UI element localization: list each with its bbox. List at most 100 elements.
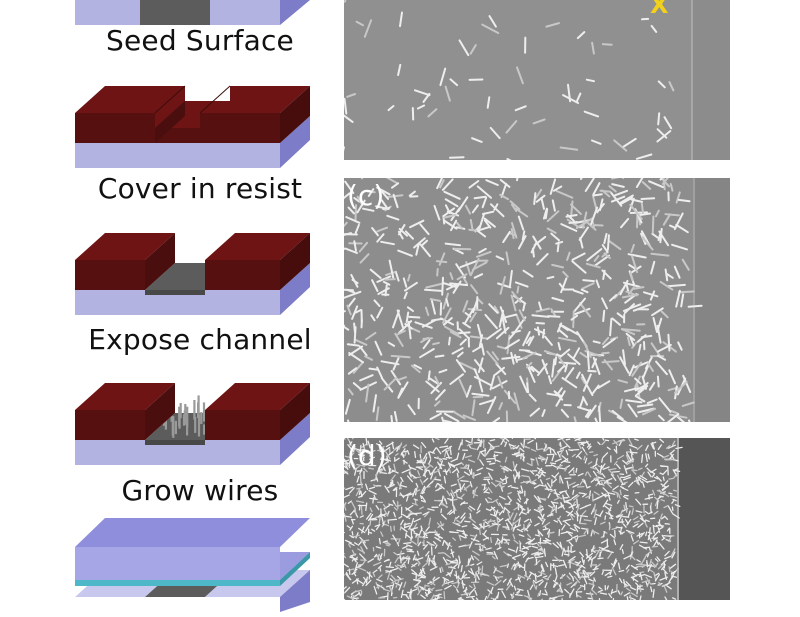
nanowire [440, 568, 441, 572]
nanowire [425, 290, 441, 291]
nanowire [669, 567, 670, 572]
nanowire [599, 407, 600, 423]
nanowire [576, 469, 577, 473]
nanowire [469, 230, 476, 231]
nanowire [442, 278, 443, 295]
nanowire [584, 456, 585, 460]
sem-image-c [344, 178, 730, 422]
nanowire [657, 526, 664, 527]
nanowire [437, 269, 438, 276]
nanowire [502, 537, 503, 543]
nanowire [630, 595, 631, 599]
nanowire [603, 311, 604, 321]
nanowire [361, 506, 362, 514]
nanowire [404, 543, 411, 544]
nanowire [593, 194, 601, 195]
nanowire [624, 482, 627, 483]
nanowire [610, 319, 611, 336]
nanowire [203, 402, 205, 421]
nanowire [605, 516, 606, 519]
nanowire [355, 508, 356, 513]
nanowire [366, 503, 367, 510]
nanowire [647, 561, 648, 567]
nanowire [497, 577, 502, 578]
nanowire [615, 531, 616, 537]
nanowire [444, 592, 445, 599]
nanowire [540, 591, 541, 596]
nanowire [386, 560, 390, 561]
step-label-expose-channel: Expose channel [55, 323, 345, 356]
sem-image-sparse [344, 0, 730, 160]
nanowire [672, 507, 673, 510]
nanowire [516, 595, 523, 596]
sem-panel-d: (d) [344, 438, 730, 600]
nanowire [392, 356, 410, 357]
sem-image-d [344, 438, 730, 600]
nanowire [523, 456, 524, 461]
nanowire [536, 586, 537, 589]
nanowire [517, 287, 518, 293]
nanowire [404, 451, 407, 452]
nanowire [555, 357, 556, 364]
nanowire [437, 261, 447, 262]
nanowire [461, 481, 468, 482]
nanowire [663, 477, 664, 480]
nanowire [359, 491, 360, 494]
nanowire [558, 596, 563, 597]
nanowire [573, 490, 574, 494]
nanowire [491, 538, 492, 543]
nanowire [415, 500, 416, 504]
nanowire [637, 586, 638, 594]
nanowire [527, 383, 528, 392]
nanowire [582, 528, 587, 529]
nanowire [583, 280, 594, 281]
nanowire [405, 523, 406, 528]
nanowire [433, 343, 439, 344]
nanowire [386, 545, 389, 546]
nanowire [465, 521, 470, 522]
sem-panel-c: (c) [344, 178, 730, 422]
nanowire [360, 475, 361, 483]
nanowire [588, 352, 589, 369]
nanowire [483, 520, 486, 521]
nanowire [668, 335, 669, 351]
nanowire [421, 496, 422, 499]
nanowire [175, 421, 177, 434]
nanowire [633, 465, 634, 471]
nanowire [400, 526, 401, 530]
nanowire [642, 203, 643, 213]
nanowire [679, 200, 690, 201]
nanowire [624, 505, 625, 509]
nanowire [539, 550, 542, 551]
nanowire [454, 507, 455, 514]
step-label-grow-wires: Grow wires [55, 474, 345, 507]
nanowire [415, 452, 416, 458]
nanowire [193, 400, 195, 420]
nanowire [379, 518, 380, 523]
nanowire [640, 572, 644, 573]
nanowire [565, 478, 571, 479]
nanowire [450, 157, 464, 158]
nanowire [579, 493, 585, 494]
nanowire [194, 417, 196, 433]
nanowire [602, 459, 603, 462]
nanowire [381, 473, 386, 474]
nanowire [536, 323, 544, 324]
nanowire [629, 506, 633, 507]
nanowire [622, 550, 623, 554]
nanowire [523, 304, 524, 310]
nanowire [668, 285, 685, 286]
nanowire [669, 493, 672, 494]
nanowire [544, 549, 545, 556]
nanowire [480, 528, 481, 534]
nanowire [640, 596, 641, 600]
panel-label-d: (d) [347, 439, 387, 472]
nanowire [429, 371, 430, 379]
nanowire [608, 235, 609, 250]
nanowire [184, 404, 186, 424]
nanowire [348, 344, 359, 345]
step-label-seed-surface: Seed Surface [55, 24, 345, 57]
nanowire [457, 473, 458, 477]
nanowire [501, 486, 504, 487]
nanowire [642, 198, 655, 199]
